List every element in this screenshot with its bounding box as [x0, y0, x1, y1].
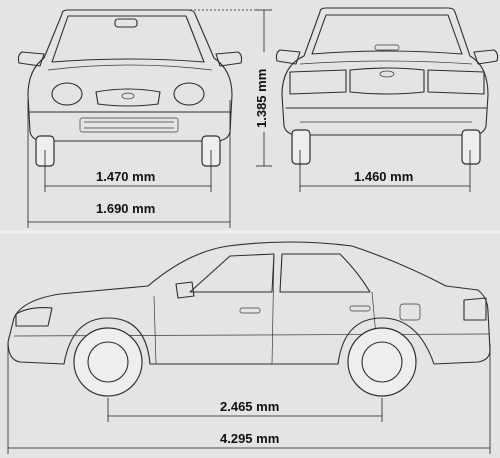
- dimension-height: 1.385 mm: [190, 9, 272, 167]
- overall-width-label: 1.690 mm: [96, 201, 155, 216]
- rear-track-label: 1.460 mm: [354, 169, 413, 184]
- front-track-label: 1.470 mm: [96, 169, 155, 184]
- side-view: [7, 241, 491, 397]
- dimension-wheelbase: 2.465 mm: [107, 398, 383, 422]
- rear-view: [275, 7, 499, 165]
- overall-length-label: 4.295 mm: [220, 431, 279, 446]
- dimension-overall-width: 1.690 mm: [27, 100, 231, 228]
- dimension-rear-track: 1.460 mm: [299, 150, 471, 192]
- height-label: 1.385 mm: [254, 69, 269, 128]
- front-view: [17, 9, 243, 167]
- dimension-front-track: 1.470 mm: [44, 150, 212, 192]
- wheelbase-label: 2.465 mm: [220, 399, 279, 414]
- dimension-overall-length: 4.295 mm: [7, 344, 491, 454]
